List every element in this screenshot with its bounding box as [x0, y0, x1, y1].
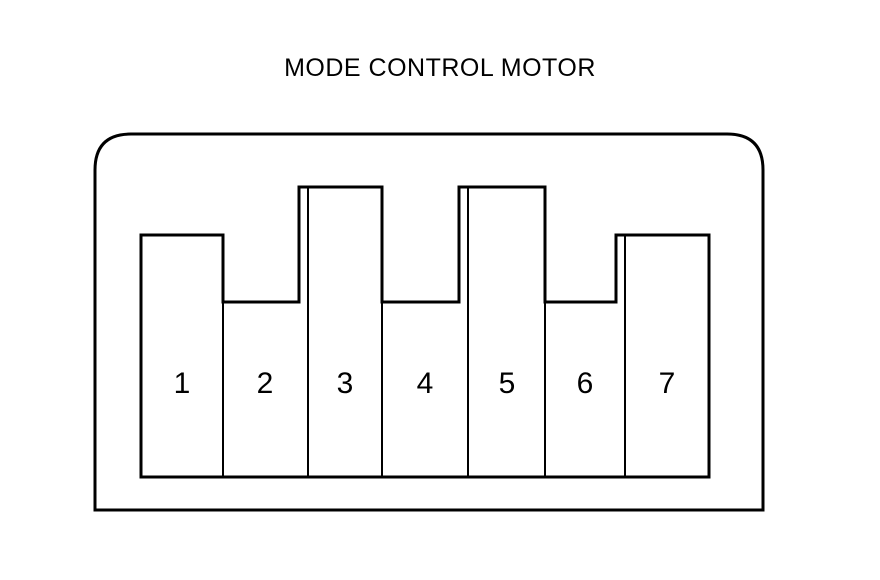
pin-divider-group	[222, 186, 626, 478]
terminal-block-outline	[139, 185, 711, 479]
connector-shell-outline	[93, 132, 765, 512]
pin-number-6: 6	[577, 367, 594, 400]
pin-number-5: 5	[499, 367, 516, 400]
pin-number-7: 7	[659, 367, 676, 400]
page-title: MODE CONTROL MOTOR	[284, 54, 596, 82]
pin-number-group: 1 2 3 4 5 6 7	[174, 367, 676, 400]
pin-number-4: 4	[417, 367, 434, 400]
pin-number-1: 1	[174, 367, 191, 400]
pin-number-2: 2	[257, 367, 274, 400]
pin-number-3: 3	[337, 367, 354, 400]
